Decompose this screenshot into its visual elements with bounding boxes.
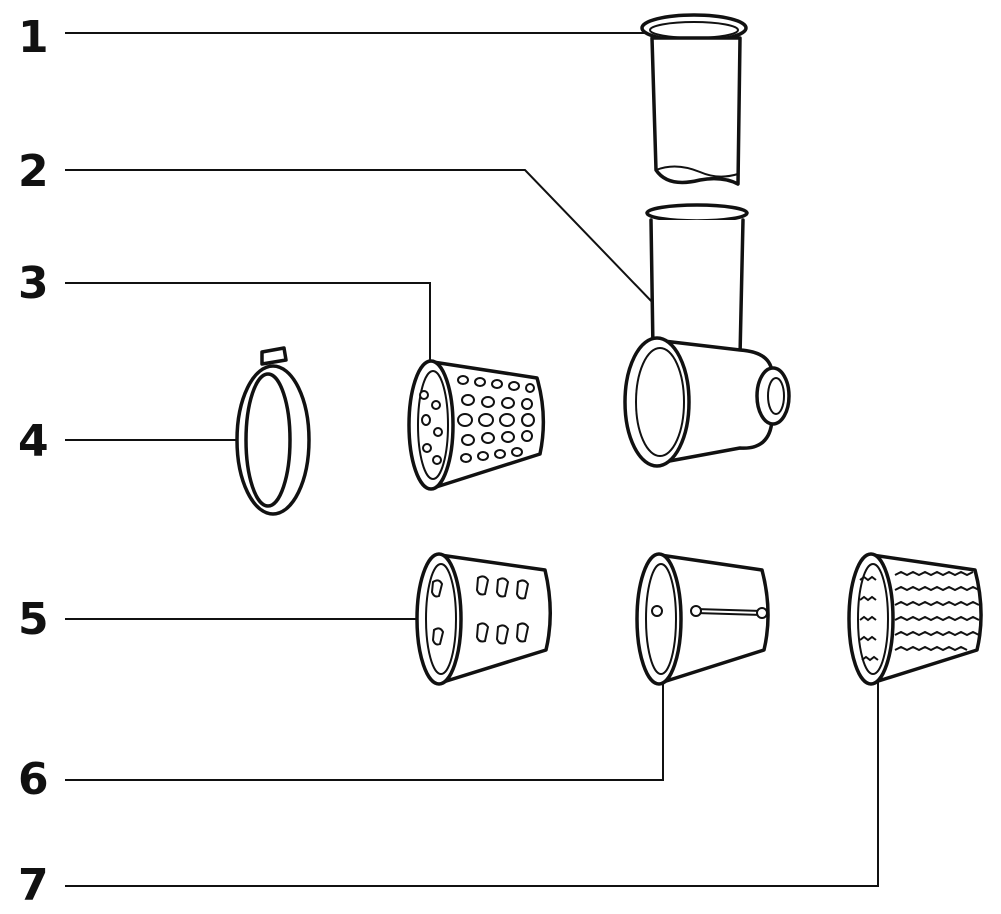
coarse-shredder-cone bbox=[407, 359, 546, 491]
callout-number-5: 5 bbox=[18, 594, 49, 645]
food-pusher bbox=[640, 13, 748, 186]
thick-slicer-cone bbox=[415, 552, 552, 686]
fine-grater-texture bbox=[859, 570, 980, 662]
leader-line-7 bbox=[65, 682, 879, 887]
fine-shredder-cone bbox=[847, 552, 983, 686]
thin-slicer-cone bbox=[635, 552, 770, 686]
slicer-slots bbox=[430, 575, 530, 646]
callout-number-1: 1 bbox=[18, 12, 49, 63]
leader-lines bbox=[65, 32, 879, 887]
leader-line-3 bbox=[65, 282, 431, 362]
retaining-ring bbox=[235, 346, 311, 516]
callout-number-3: 3 bbox=[18, 258, 49, 309]
coarse-holes bbox=[419, 375, 535, 465]
housing bbox=[623, 203, 791, 468]
callout-number-7: 7 bbox=[18, 860, 49, 911]
callout-number-2: 2 bbox=[18, 146, 49, 197]
leader-line-2 bbox=[65, 169, 656, 306]
callout-number-6: 6 bbox=[18, 754, 49, 805]
callout-number-4: 4 bbox=[18, 416, 49, 467]
leader-line-6 bbox=[65, 678, 664, 781]
